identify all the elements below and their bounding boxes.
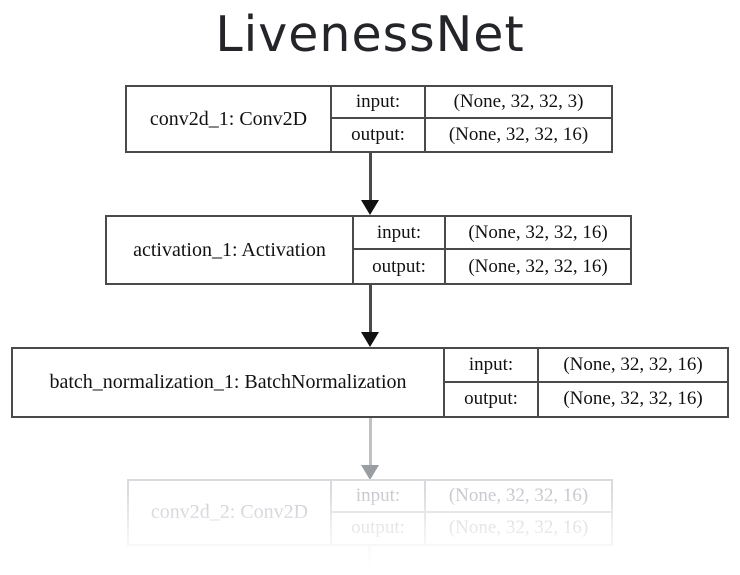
arrow-activation-1-to-batch-normalization-1 (356, 285, 384, 347)
arrow-shaft (368, 418, 372, 467)
arrow-shaft (368, 153, 372, 201)
node-activation-1[interactable]: activation_1: Activation input: (None, 3… (105, 215, 632, 285)
arrow-conv2d-1-to-activation-1 (356, 153, 384, 215)
node-conv2d-2-input-shape: (None, 32, 32, 16) (424, 481, 611, 511)
node-activation-1-io: input: (None, 32, 32, 16) output: (None,… (352, 217, 630, 283)
node-conv2d-1-input-shape: (None, 32, 32, 3) (424, 87, 611, 117)
node-activation-1-output-label: output: (372, 255, 426, 277)
node-batch-normalization-1-output-row: output: (None, 32, 32, 16) (445, 382, 727, 416)
node-conv2d-2-label: conv2d_2: Conv2D (150, 501, 309, 523)
arrow-tail-continuation (368, 546, 371, 575)
page-title: LivenessNet (215, 6, 525, 63)
node-conv2d-1-io: input: (None, 32, 32, 3) output: (None, … (330, 87, 611, 151)
node-activation-1-label: activation_1: Activation (133, 238, 326, 261)
arrow-head-icon (361, 465, 379, 480)
node-batch-normalization-1-input-label: input: (468, 353, 514, 375)
node-activation-1-input-shape: (None, 32, 32, 16) (444, 217, 630, 248)
node-batch-normalization-1-input-shape: (None, 32, 32, 16) (537, 349, 727, 381)
node-activation-1-input-label: input: (376, 221, 422, 243)
node-batch-normalization-1-input-row: input: (None, 32, 32, 16) (445, 349, 727, 383)
node-conv2d-1-input-row: input: (None, 32, 32, 3) (332, 87, 611, 119)
node-batch-normalization-1-label: batch_normalization_1: BatchNormalizatio… (49, 371, 407, 393)
arrow-head-icon (361, 200, 379, 215)
node-conv2d-2-io: input: (None, 32, 32, 16) output: (None,… (330, 481, 611, 544)
node-conv2d-1-label: conv2d_1: Conv2D (149, 107, 308, 130)
node-conv2d-1-input-label: input: (355, 91, 401, 112)
arrow-head-icon (361, 332, 379, 347)
node-conv2d-1-output-label: output: (351, 124, 405, 145)
node-conv2d-2-output-label: output: (351, 517, 405, 539)
node-conv2d-1-output-row: output: (None, 32, 32, 16) (332, 119, 611, 151)
node-conv2d-1-output-shape: (None, 32, 32, 16) (424, 119, 611, 151)
node-conv2d-2-input-row: input: (None, 32, 32, 16) (332, 481, 611, 513)
arrow-batch-normalization-1-to-conv2d-2 (356, 418, 384, 480)
node-activation-1-output-row: output: (None, 32, 32, 16) (354, 250, 630, 283)
node-batch-normalization-1-io: input: (None, 32, 32, 16) output: (None,… (443, 349, 727, 416)
node-conv2d-2-input-label: input: (355, 484, 401, 506)
node-conv2d-2-output-shape: (None, 32, 32, 16) (424, 512, 611, 544)
node-activation-1-input-row: input: (None, 32, 32, 16) (354, 217, 630, 250)
node-activation-1-output-shape: (None, 32, 32, 16) (444, 250, 630, 283)
node-batch-normalization-1-output-shape: (None, 32, 32, 16) (537, 382, 727, 416)
node-conv2d-2-output-row: output: (None, 32, 32, 16) (332, 512, 611, 544)
arrow-shaft (368, 285, 372, 333)
node-conv2d-2[interactable]: conv2d_2: Conv2D input: (None, 32, 32, 1… (127, 479, 613, 546)
node-conv2d-1[interactable]: conv2d_1: Conv2D input: (None, 32, 32, 3… (125, 85, 613, 153)
node-batch-normalization-1-output-label: output: (464, 388, 518, 410)
node-batch-normalization-1[interactable]: batch_normalization_1: BatchNormalizatio… (11, 347, 729, 418)
